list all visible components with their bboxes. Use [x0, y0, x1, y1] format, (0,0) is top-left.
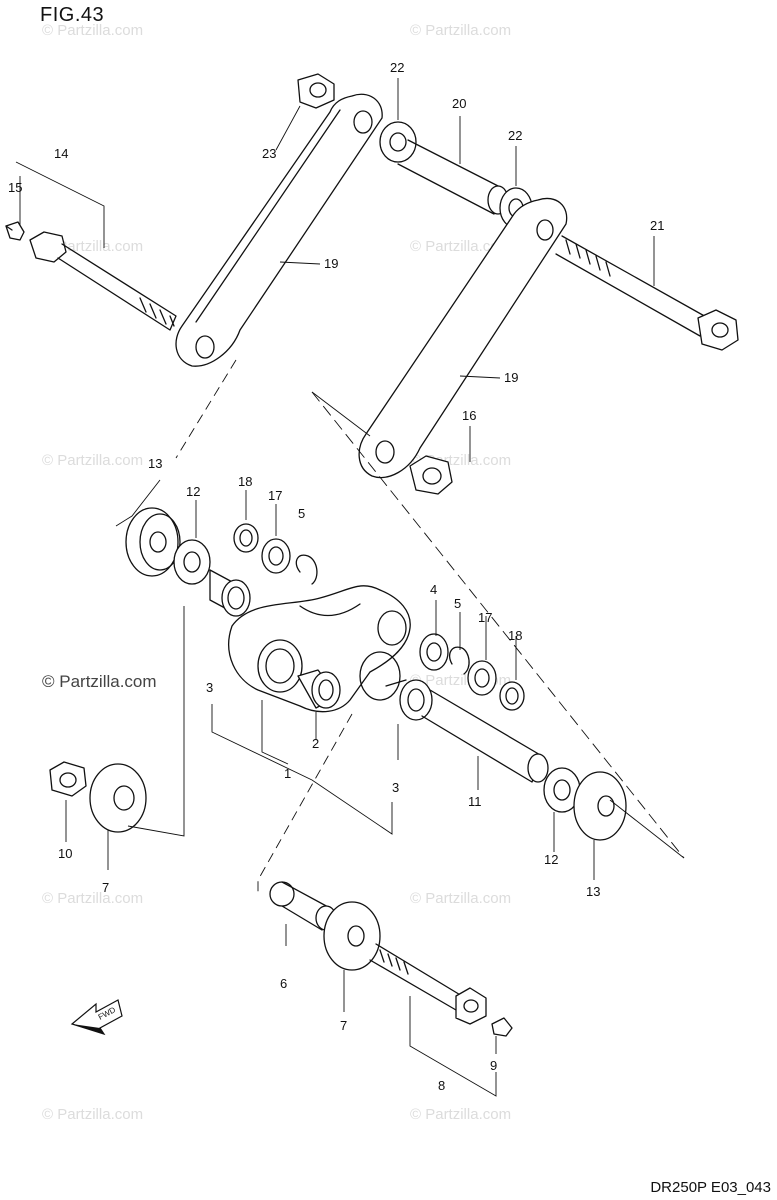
watermark: © Partzilla.com — [410, 890, 512, 907]
callout: 5 — [454, 596, 461, 611]
figure-code: DR250P E03_043 — [650, 1179, 771, 1196]
callout: 18 — [238, 474, 252, 489]
callout: 15 — [8, 180, 22, 195]
callout: 7 — [340, 1018, 347, 1033]
bolt-14 — [29, 231, 177, 331]
tie-rod-right — [358, 197, 568, 479]
circlip-5-right — [448, 646, 470, 675]
callout: 2 — [312, 736, 319, 751]
circlip-5-left — [295, 554, 318, 585]
callout: 16 — [462, 408, 476, 423]
watermark: © Partzilla.com — [410, 238, 512, 255]
nut-16 — [409, 455, 453, 495]
washer-22-top — [379, 121, 417, 163]
callout: 17 — [478, 610, 492, 625]
callout: 21 — [650, 218, 664, 233]
watermark-prominent: © Partzilla.com — [42, 672, 157, 691]
bushing-2 — [297, 669, 341, 709]
seal-13-right — [573, 771, 627, 841]
watermark: © Partzilla.com — [42, 452, 144, 469]
callout: 22 — [508, 128, 522, 143]
bushing-3-right — [385, 679, 433, 721]
nut-10 — [49, 761, 87, 797]
callout: 3 — [206, 680, 213, 695]
callout: 8 — [438, 1078, 445, 1093]
callout: 18 — [508, 628, 522, 643]
callout: 23 — [262, 146, 276, 161]
seal-17-right — [467, 660, 497, 696]
watermark: © Partzilla.com — [42, 22, 144, 39]
washer-7-left — [89, 763, 147, 833]
bolt-8 — [369, 943, 487, 1025]
callout: 12 — [186, 484, 200, 499]
callout: 10 — [58, 846, 72, 861]
bolt-21 — [555, 235, 739, 351]
watermark: © Partzilla.com — [42, 1106, 144, 1123]
watermark: © Partzilla.com — [410, 1106, 512, 1123]
nipple-9 — [491, 1017, 513, 1037]
callout: 1 — [284, 766, 291, 781]
spacer-11 — [421, 689, 549, 783]
callout: 7 — [102, 880, 109, 895]
watermark: © Partzilla.com — [410, 22, 512, 39]
callout: 9 — [490, 1058, 497, 1073]
callout: 5 — [298, 506, 305, 521]
callout: 3 — [392, 780, 399, 795]
bearing-18-right — [499, 681, 525, 711]
leader-lines — [15, 78, 685, 1097]
callout: 4 — [430, 582, 437, 597]
seal-17-left — [261, 538, 291, 574]
watermark: © Partzilla.com — [42, 890, 144, 907]
nut-23 — [297, 73, 335, 109]
callout: 20 — [452, 96, 466, 111]
callout: 19 — [324, 256, 338, 271]
washer-7-lower — [323, 901, 381, 971]
tie-rod-left — [175, 93, 383, 367]
washer-12-left — [173, 539, 211, 585]
nipple-15 — [5, 221, 25, 241]
watermark: © Partzilla.com — [42, 238, 144, 255]
callout: 13 — [148, 456, 162, 471]
callout: 14 — [54, 146, 68, 161]
callout: 11 — [468, 794, 482, 809]
callout-numbers: 23 22 20 22 14 15 19 21 19 16 13 12 18 1… — [8, 60, 664, 1093]
callout: 22 — [390, 60, 404, 75]
bushing-3-left — [209, 569, 251, 617]
seal-13-left — [125, 507, 181, 577]
cushion-lever-1 — [228, 585, 411, 713]
callout: 19 — [504, 370, 518, 385]
figure-title: FIG.43 — [40, 4, 105, 26]
bearing-18-left — [233, 523, 259, 553]
callout: 13 — [586, 884, 600, 899]
callout: 6 — [280, 976, 287, 991]
fwd-arrow-icon: FWD — [70, 999, 123, 1036]
bearing-4 — [419, 633, 449, 671]
callout: 17 — [268, 488, 282, 503]
callout: 12 — [544, 852, 558, 867]
